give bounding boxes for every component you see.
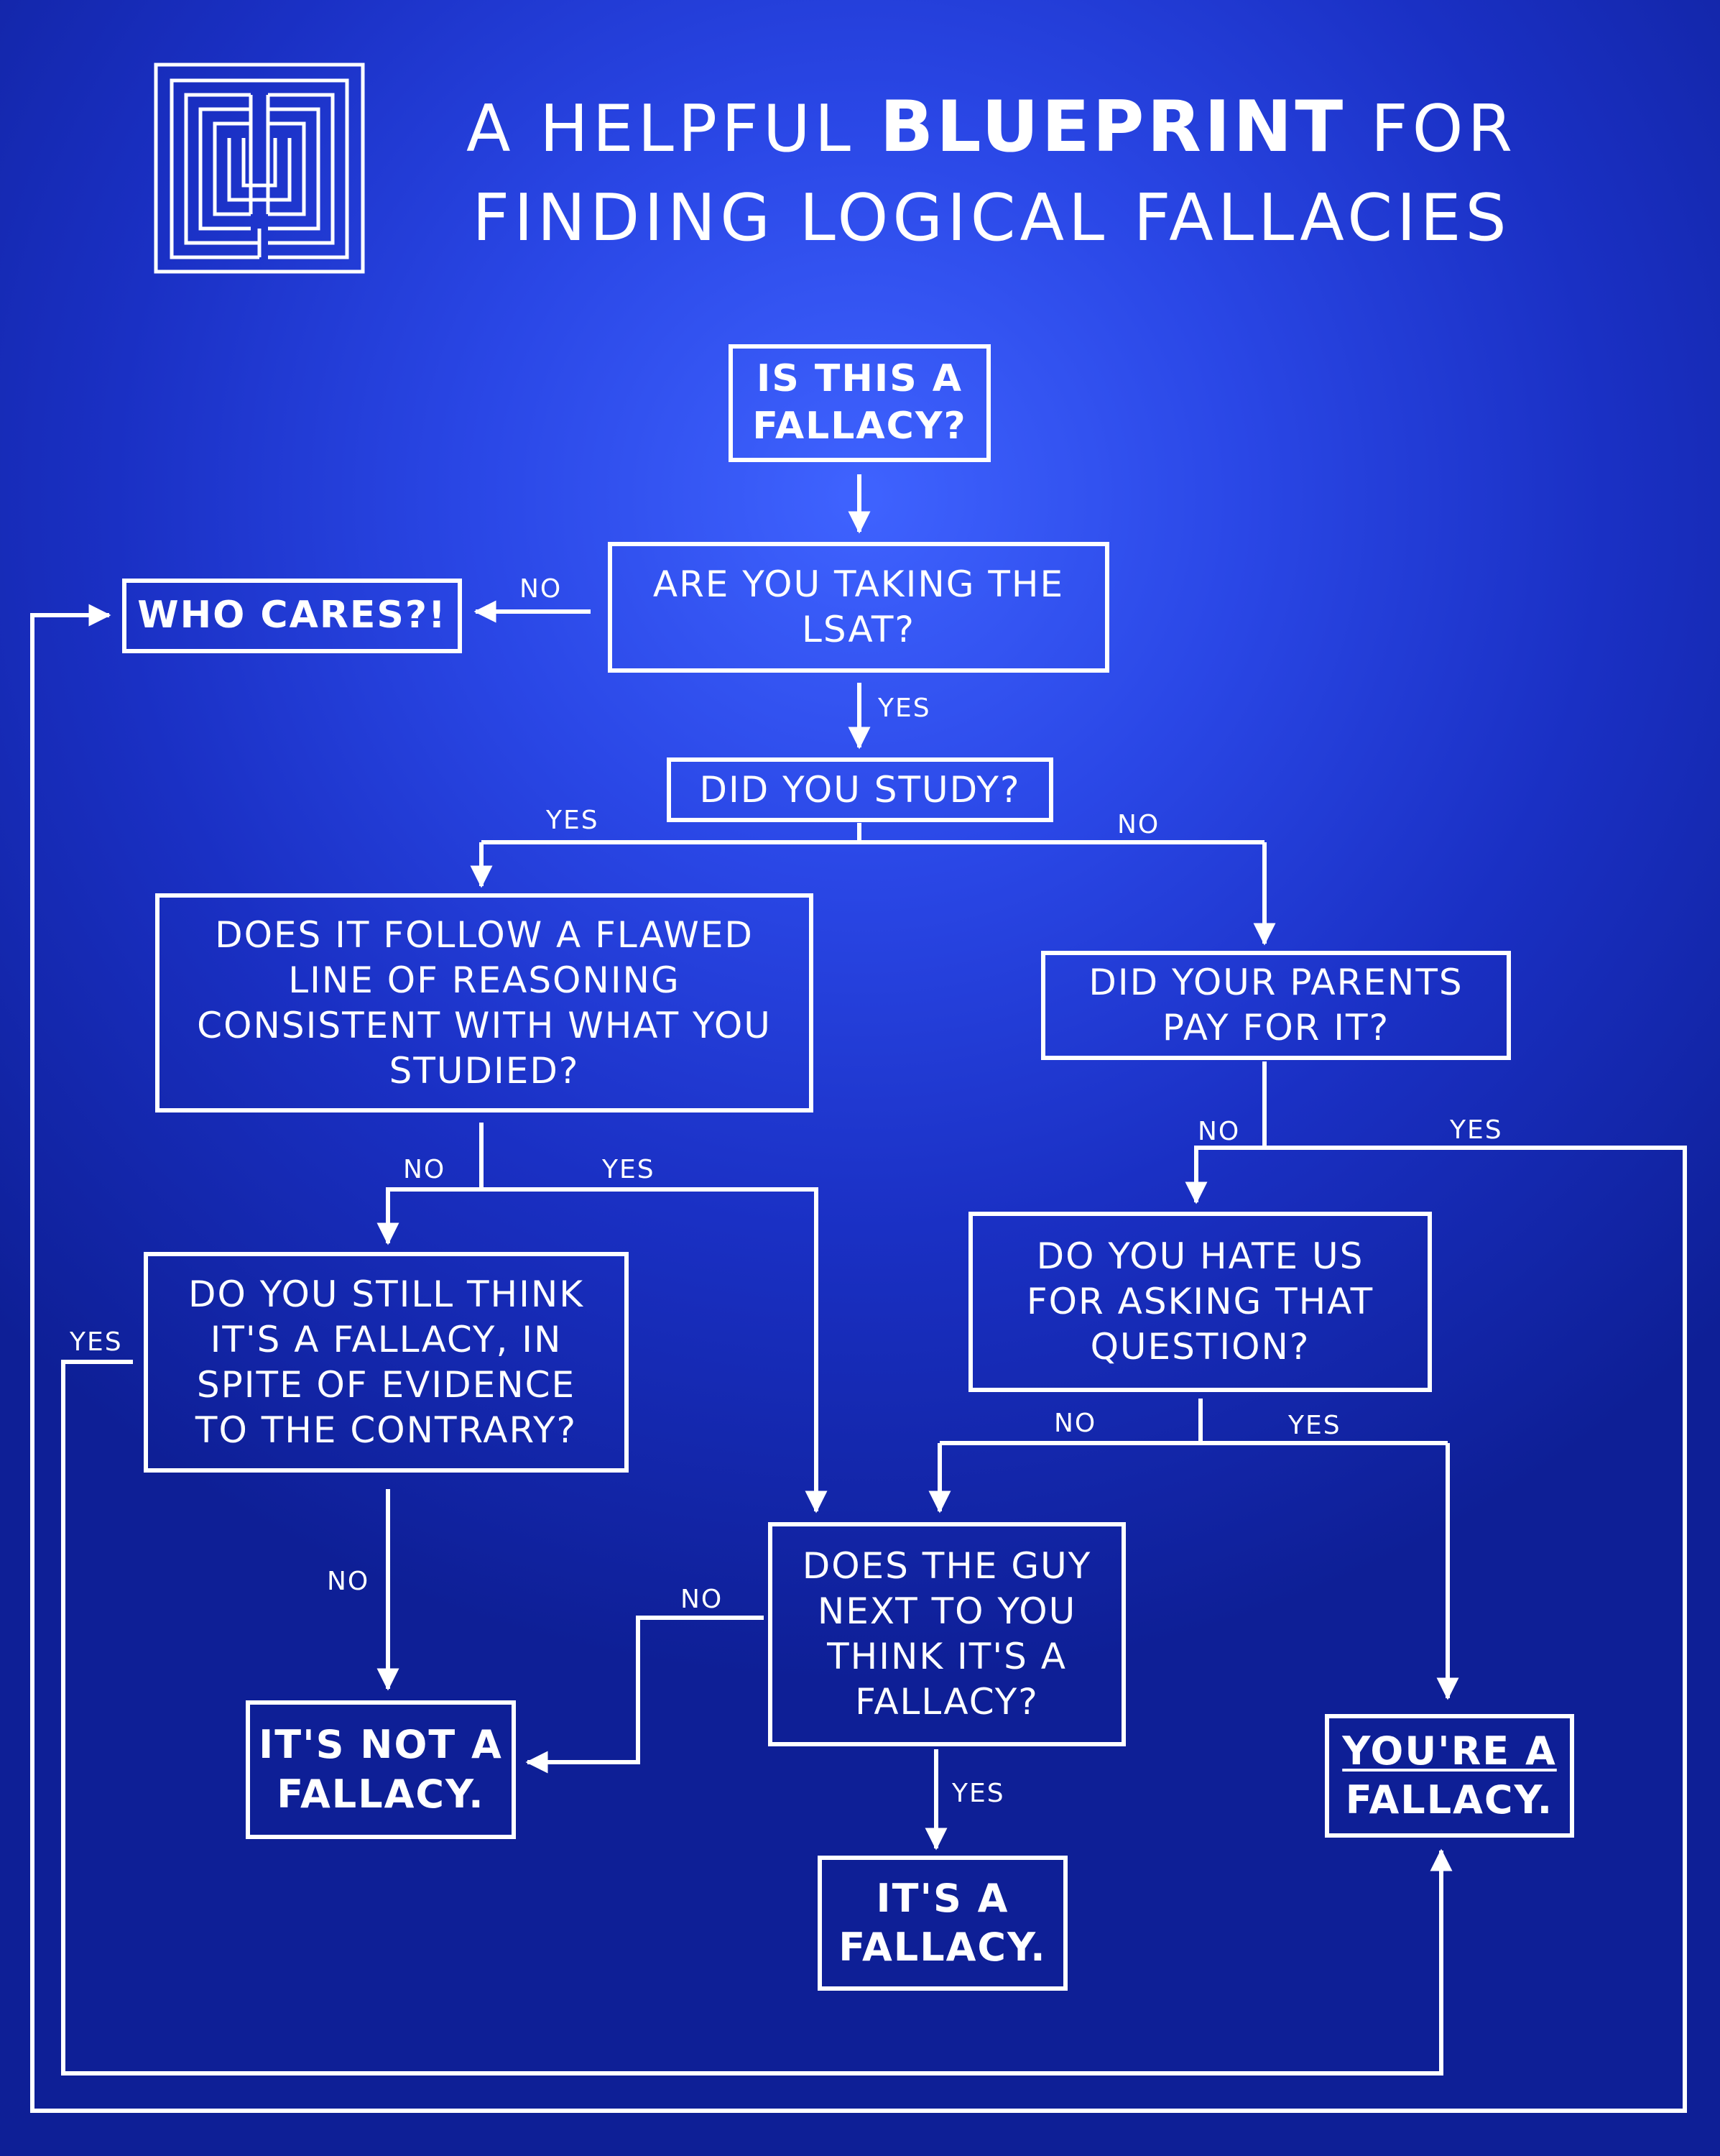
node-follows-flawed-reasoning: DOES IT FOLLOW A FLAWED LINE OF REASONIN… xyxy=(155,893,813,1112)
node-did-you-study: DID YOU STUDY? xyxy=(667,757,1053,822)
node-line: FALLACY? xyxy=(855,1681,1039,1723)
title-suffix: FOR xyxy=(1370,91,1517,167)
node-line: DID YOUR PARENTS xyxy=(1088,962,1464,1003)
edge-label-guy-yes: YES xyxy=(952,1779,1005,1808)
node-line: IT'S A FALLACY, IN xyxy=(210,1318,563,1360)
node-parents-paid: DID YOUR PARENTS PAY FOR IT? xyxy=(1041,951,1511,1060)
node-its-not-a-fallacy: IT'S NOT A FALLACY. xyxy=(246,1700,516,1839)
edge-follow-yes xyxy=(481,1187,828,1514)
edge-label-study-yes: YES xyxy=(546,806,599,835)
node-line: DO YOU STILL THINK xyxy=(188,1273,585,1315)
page-title: A HELPFUL BLUEPRINT FOR FINDING LOGICAL … xyxy=(410,83,1573,263)
node-line: FALLACY. xyxy=(838,1925,1047,1970)
edge-label-guy-no: NO xyxy=(680,1585,723,1614)
node-line: FALLACY. xyxy=(1345,1777,1554,1823)
edge-label-hate-yes: YES xyxy=(1288,1411,1341,1440)
node-line: IS THIS A xyxy=(756,357,963,401)
edge-label-study-no: NO xyxy=(1117,810,1160,839)
edge-label-follow-no: NO xyxy=(403,1155,446,1184)
node-line: SPITE OF EVIDENCE xyxy=(196,1363,576,1406)
edge-parents-yes xyxy=(30,604,1687,2113)
node-line: NEXT TO YOU xyxy=(817,1590,1077,1632)
node-line: IT'S NOT A xyxy=(259,1722,503,1768)
node-line: CONSISTENT WITH WHAT YOU xyxy=(197,1004,772,1046)
edge-label-still-no: NO xyxy=(327,1567,370,1596)
edge-label-hate-no: NO xyxy=(1054,1409,1097,1438)
node-hate-us: DO YOU HATE US FOR ASKING THAT QUESTION? xyxy=(968,1212,1432,1392)
node-is-this-a-fallacy: IS THIS A FALLACY? xyxy=(729,344,991,462)
title-emphasis: BLUEPRINT xyxy=(879,86,1346,168)
node-youre-a-fallacy: YOU'RE A FALLACY. xyxy=(1325,1714,1574,1838)
node-line: DOES IT FOLLOW A FLAWED xyxy=(215,913,754,956)
node-guy-next-to-you: DOES THE GUY NEXT TO YOU THINK IT'S A FA… xyxy=(768,1522,1126,1746)
node-taking-lsat: ARE YOU TAKING THE LSAT? xyxy=(608,542,1109,673)
edge-follow-no xyxy=(376,1123,484,1245)
node-line: FALLACY. xyxy=(277,1771,485,1817)
node-line: THINK IT'S A xyxy=(827,1636,1067,1677)
edge-still-yes xyxy=(61,1360,1453,2076)
node-line: QUESTION? xyxy=(1090,1326,1310,1368)
edge-label-parents-no: NO xyxy=(1198,1117,1241,1146)
edge-label-lsat-yes: YES xyxy=(878,694,931,723)
node-line: WHO CARES?! xyxy=(137,594,447,637)
node-line: IT'S A xyxy=(876,1875,1009,1921)
node-line: FOR ASKING THAT xyxy=(1026,1281,1374,1322)
node-line: STUDIED? xyxy=(389,1049,580,1092)
node-who-cares: WHO CARES?! xyxy=(122,579,462,653)
node-line: DO YOU HATE US xyxy=(1036,1235,1364,1277)
node-line: DID YOU STUDY? xyxy=(699,768,1021,811)
node-still-think-fallacy: DO YOU STILL THINK IT'S A FALLACY, IN SP… xyxy=(144,1252,629,1473)
node-line: ARE YOU TAKING THE xyxy=(652,563,1065,605)
node-line: DOES THE GUY xyxy=(802,1545,1092,1587)
edge-hate-split xyxy=(940,1399,1448,1445)
edge-label-still-yes: YES xyxy=(70,1327,123,1357)
edge-label-lsat-no: NO xyxy=(519,574,563,604)
edge-label-follow-yes: YES xyxy=(602,1155,655,1184)
node-line: LINE OF REASONING xyxy=(288,959,680,1001)
title-prefix: A HELPFUL xyxy=(466,91,855,167)
node-line: LSAT? xyxy=(802,609,915,650)
edge-guy-no xyxy=(525,1616,764,1774)
node-line-underlined: YOU'RE A xyxy=(1342,1728,1557,1774)
node-line: PAY FOR IT? xyxy=(1162,1007,1390,1049)
edge-parents-no xyxy=(1185,1061,1267,1204)
node-its-a-fallacy: IT'S A FALLACY. xyxy=(818,1856,1068,1991)
edge-study-split xyxy=(481,823,1264,844)
node-line: FALLACY? xyxy=(752,405,967,448)
labyrinth-icon xyxy=(154,63,365,274)
title-line-2: FINDING LOGICAL FALLACIES xyxy=(472,180,1511,256)
node-line: TO THE CONTRARY? xyxy=(195,1409,578,1451)
title-line-1: A HELPFUL BLUEPRINT FOR xyxy=(410,83,1573,174)
edge-label-parents-yes: YES xyxy=(1450,1115,1503,1145)
